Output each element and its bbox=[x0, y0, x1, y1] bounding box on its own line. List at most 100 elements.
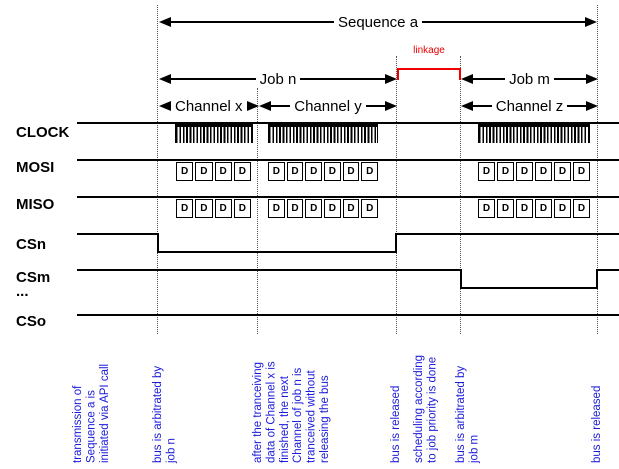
data-byte-box: D bbox=[324, 162, 341, 181]
data-byte-box: D bbox=[324, 199, 341, 218]
data-byte-box: D bbox=[497, 199, 514, 218]
csn-falling-edge bbox=[157, 233, 159, 253]
arrow-line bbox=[300, 78, 386, 80]
csn-low-segment bbox=[157, 251, 397, 253]
arrowhead-left-icon bbox=[159, 101, 171, 111]
mosi-baseline bbox=[77, 159, 619, 161]
data-byte-box: D bbox=[516, 162, 533, 181]
csn-rising-edge bbox=[395, 233, 397, 253]
data-byte-box: D bbox=[233, 162, 251, 181]
clock-baseline bbox=[77, 122, 619, 124]
signal-label-mosi: MOSI bbox=[16, 159, 55, 176]
csn-high-segment bbox=[77, 233, 158, 235]
gridline-sequence-end bbox=[597, 5, 598, 334]
data-byte-box: D bbox=[268, 199, 285, 218]
data-byte-box: D bbox=[176, 199, 194, 218]
cso-idle-line bbox=[77, 314, 619, 316]
data-byte-box: D bbox=[361, 199, 379, 218]
arrowhead-left-icon bbox=[159, 74, 171, 84]
arrow-line bbox=[171, 21, 334, 23]
data-byte-box: D bbox=[535, 162, 552, 181]
annotation-bus-released-1: bus is released bbox=[390, 385, 402, 463]
data-byte-box: D bbox=[214, 162, 232, 181]
channel-z-span-arrow: Channel z bbox=[461, 97, 599, 115]
data-byte-box: D bbox=[516, 199, 533, 218]
arrow-line bbox=[365, 105, 386, 107]
miso-baseline bbox=[77, 196, 619, 198]
csm-low-segment bbox=[460, 287, 598, 289]
signal-label-csm: CSm bbox=[16, 269, 51, 286]
csm-falling-edge bbox=[460, 269, 462, 289]
data-byte-box: D bbox=[554, 199, 571, 218]
data-byte-box: D bbox=[342, 162, 360, 181]
arrowhead-left-icon bbox=[461, 101, 473, 111]
data-byte-box: D bbox=[268, 162, 285, 181]
csn-high-segment-2 bbox=[395, 233, 619, 235]
channel-x-label: Channel x bbox=[175, 97, 243, 115]
channel-y-span-arrow: Channel y bbox=[259, 97, 398, 115]
arrowhead-right-icon bbox=[246, 101, 259, 111]
data-byte-box: D bbox=[233, 199, 251, 218]
arrowhead-right-icon bbox=[585, 17, 598, 27]
arrowhead-right-icon bbox=[385, 101, 398, 111]
data-byte-box: D bbox=[286, 162, 304, 181]
arrowhead-right-icon bbox=[586, 101, 599, 111]
job-m-span-arrow: Job m bbox=[461, 70, 599, 88]
gridline-job-m-start bbox=[460, 56, 461, 334]
arrow-line bbox=[473, 105, 492, 107]
csm-rising-edge bbox=[596, 269, 598, 289]
data-byte-box: D bbox=[497, 162, 514, 181]
data-byte-box: D bbox=[573, 199, 590, 218]
arrowhead-right-icon bbox=[586, 74, 599, 84]
data-byte-box: D bbox=[573, 162, 590, 181]
linkage-bracket bbox=[397, 68, 461, 80]
data-byte-box: D bbox=[176, 162, 194, 181]
data-byte-box: D bbox=[478, 162, 495, 181]
arrowhead-left-icon bbox=[259, 101, 271, 111]
data-byte-box: D bbox=[195, 199, 213, 218]
data-byte-box: D bbox=[361, 162, 379, 181]
arrow-line bbox=[553, 78, 587, 80]
arrow-line bbox=[473, 78, 506, 80]
data-byte-box: D bbox=[214, 199, 232, 218]
channel-z-label: Channel z bbox=[495, 97, 564, 115]
clock-burst-channel-x bbox=[175, 124, 253, 143]
annotation-arbitrated-jobm: bus is arbitrated by job m bbox=[455, 365, 481, 463]
arrow-line bbox=[271, 105, 291, 107]
gridline-bus-release-1 bbox=[396, 56, 397, 334]
clock-burst-channel-y bbox=[268, 124, 378, 143]
csm-high-segment-2 bbox=[596, 269, 619, 271]
arrow-line bbox=[422, 21, 586, 23]
arrowhead-left-icon bbox=[461, 74, 473, 84]
gridline-channel-x-end bbox=[257, 88, 258, 334]
signal-label-continuation: ... bbox=[16, 283, 29, 300]
data-byte-box: D bbox=[554, 162, 571, 181]
arrowhead-left-icon bbox=[159, 17, 171, 27]
channel-y-label: Channel y bbox=[294, 97, 362, 115]
sequence-a-label: Sequence a bbox=[337, 13, 419, 31]
arrowhead-right-icon bbox=[385, 74, 398, 84]
sequence-a-span-arrow: Sequence a bbox=[159, 13, 598, 31]
data-byte-box: D bbox=[342, 199, 360, 218]
job-n-label: Job n bbox=[259, 70, 297, 88]
signal-label-csn: CSn bbox=[16, 236, 46, 253]
clock-burst-channel-z bbox=[478, 124, 590, 143]
signal-label-cso: CSo bbox=[16, 313, 46, 330]
job-m-label: Job m bbox=[509, 70, 550, 88]
data-byte-box: D bbox=[305, 162, 323, 181]
annotation-scheduling: scheduling according to job priority is … bbox=[413, 354, 439, 463]
channel-x-span-arrow: Channel x bbox=[159, 97, 259, 115]
data-byte-box: D bbox=[195, 162, 213, 181]
job-n-span-arrow: Job n bbox=[159, 70, 398, 88]
signal-label-miso: MISO bbox=[16, 196, 55, 213]
annotation-channel-switch: after the tranceiving data of Channel x … bbox=[252, 361, 332, 463]
arrow-line bbox=[567, 105, 587, 107]
data-byte-box: D bbox=[478, 199, 495, 218]
annotation-arbitrated-jobn: bus is arbitrated by job n bbox=[152, 365, 178, 463]
